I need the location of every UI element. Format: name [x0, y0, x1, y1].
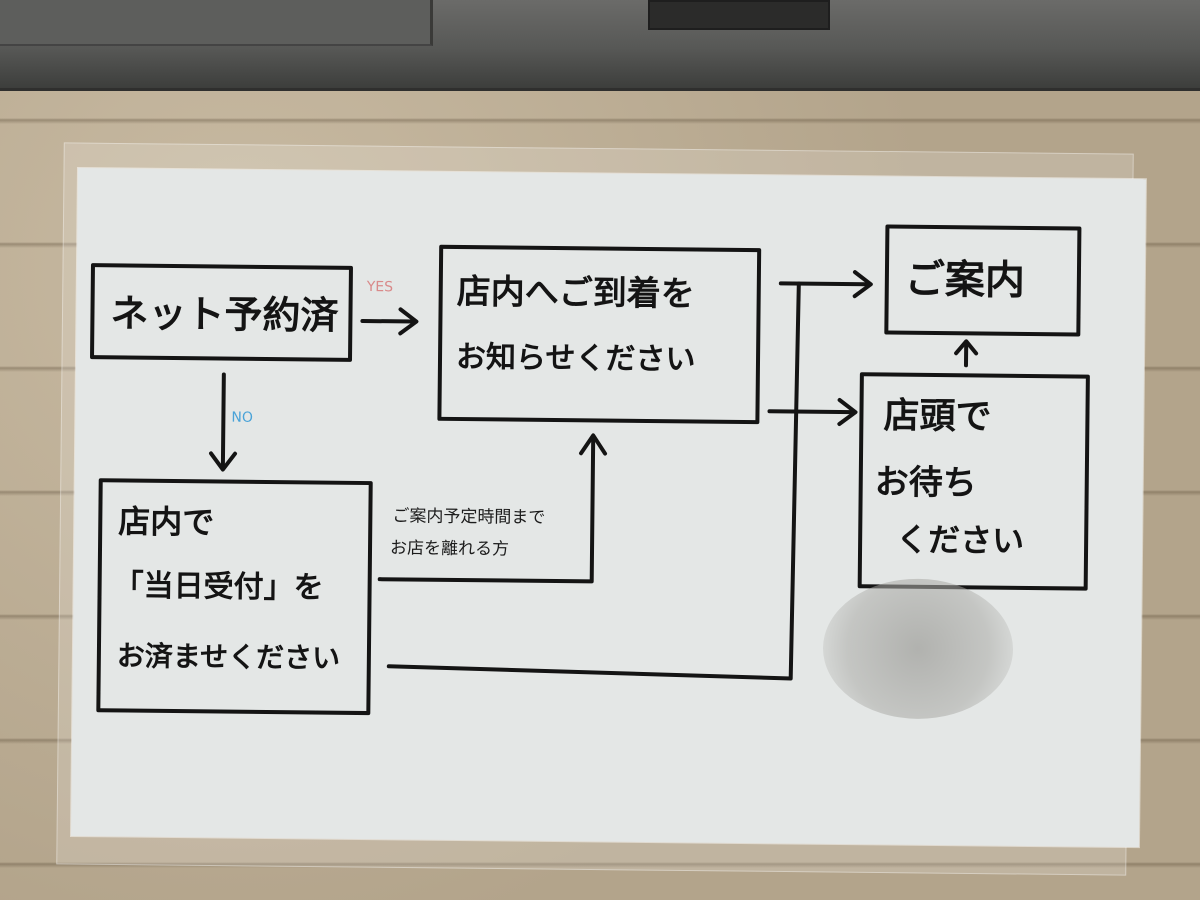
same-day-box-line3: お済ませください — [116, 639, 341, 675]
wait-box-line2: お待ち — [874, 462, 977, 504]
leave-arrow-line — [377, 435, 596, 584]
wait-arrow-line — [767, 409, 854, 415]
eave-vent — [648, 0, 830, 30]
start-box-border — [90, 263, 353, 362]
arrival-box-line2: お知らせください — [455, 339, 696, 378]
arrival-box-line1: 店内へご到着を — [456, 271, 695, 315]
guide-arrow-head — [852, 270, 873, 299]
leave-note-line2: お店を離れる方 — [389, 538, 510, 560]
leave-note-line1: ご案内予定時間まで — [392, 506, 546, 528]
guide-box-label: ご案内 — [904, 256, 1026, 304]
no-arrow-head — [209, 451, 238, 472]
flowchart-sign: ネット予約済 YES NO 店内へご到着を お知らせください 店内で 「当日受付… — [71, 168, 1146, 848]
guide-box-border — [884, 224, 1082, 337]
wait-arrow-head — [837, 397, 858, 426]
start-box-label: ネット予約済 — [110, 291, 339, 338]
roof-eave — [0, 0, 1200, 91]
wait-box-border — [857, 372, 1090, 591]
yes-arrow-line — [360, 318, 417, 324]
no-label: NO — [231, 409, 253, 426]
same-day-box-border — [96, 478, 373, 716]
water-stain — [822, 577, 1014, 720]
flowchart-lines — [90, 224, 1090, 716]
leave-arrow-head — [579, 433, 608, 456]
same-day-return-line — [386, 281, 801, 681]
guide-arrow-line — [778, 281, 869, 287]
wait-box-line1: 店頭で — [883, 395, 992, 438]
yes-arrow-head — [398, 307, 419, 336]
same-day-box-line1: 店内で — [118, 502, 215, 542]
arrival-box-border — [437, 244, 762, 425]
same-day-box-line2: 「当日受付」を — [113, 568, 324, 606]
wait-box-line3: ください — [895, 520, 1025, 560]
yes-label: YES — [366, 279, 394, 296]
wait-to-guide-head — [954, 339, 979, 356]
no-arrow-line — [220, 372, 226, 470]
eave-panel — [0, 0, 433, 46]
